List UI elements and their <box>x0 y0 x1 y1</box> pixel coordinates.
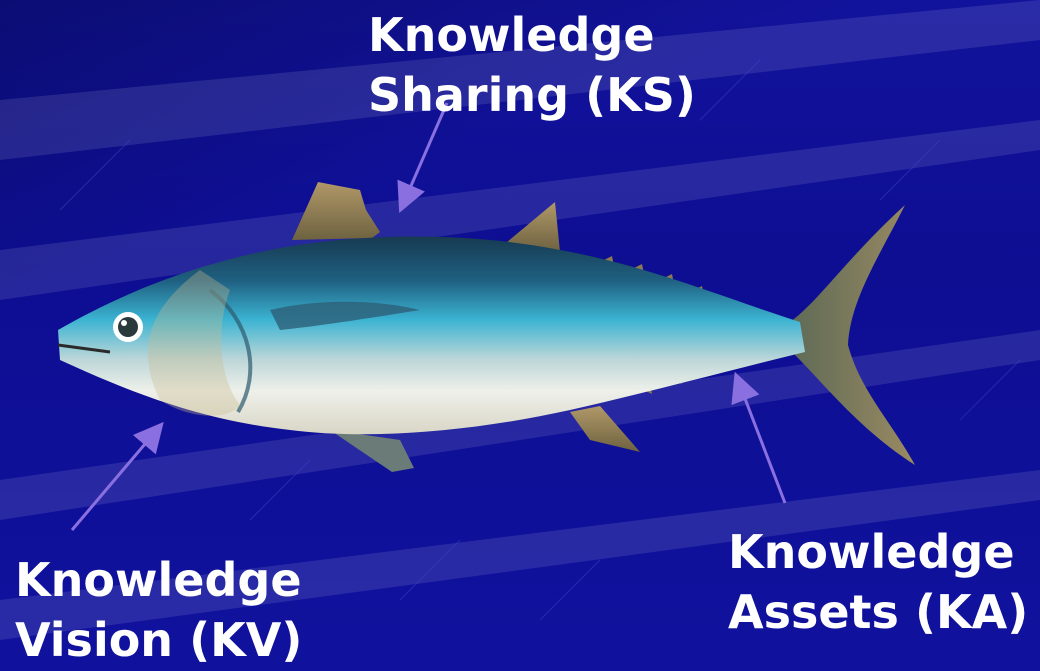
label-line: Vision (KV) <box>15 610 302 670</box>
label-line: Knowledge <box>728 522 1028 582</box>
label-knowledge-assets: Knowledge Assets (KA) <box>728 522 1028 642</box>
arrow-to-knowledge-vision <box>72 431 156 530</box>
label-knowledge-sharing: Knowledge Sharing (KS) <box>368 5 696 125</box>
label-line: Knowledge <box>15 550 302 610</box>
label-knowledge-vision: Knowledge Vision (KV) <box>15 550 302 670</box>
arrow-to-knowledge-assets <box>739 383 785 503</box>
label-line: Knowledge <box>368 5 696 65</box>
label-line: Assets (KA) <box>728 582 1028 642</box>
label-line: Sharing (KS) <box>368 65 696 125</box>
